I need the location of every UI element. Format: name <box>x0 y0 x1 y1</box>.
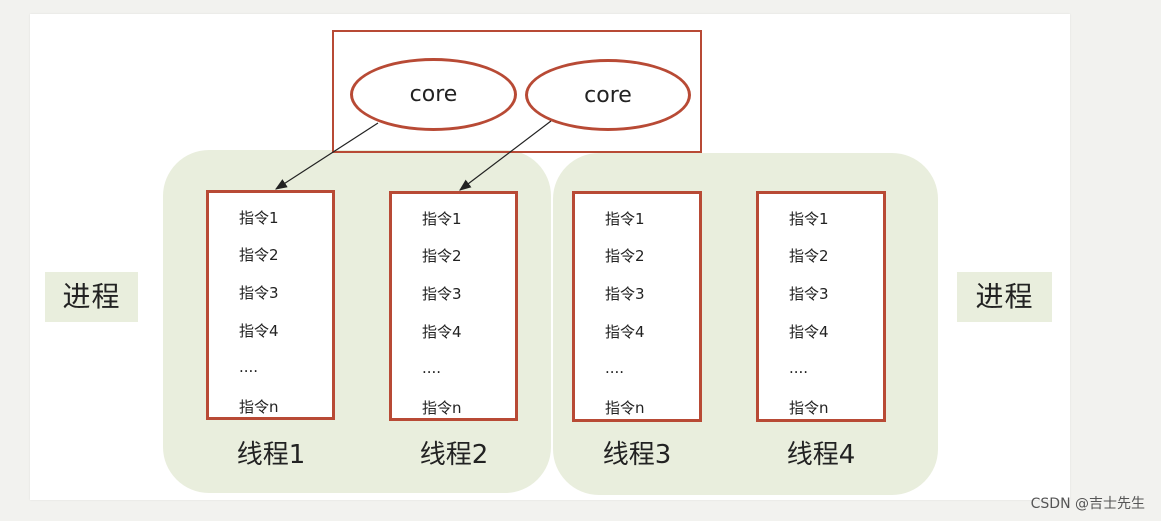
instruction: 指令n <box>239 398 279 416</box>
thread-label-2: 线程2 <box>419 440 489 470</box>
instruction: 指令1 <box>422 210 462 228</box>
instruction: 指令2 <box>605 247 645 265</box>
thread-box-1: 指令1 指令2 指令3 指令4 .... 指令n <box>206 190 335 420</box>
instruction: .... <box>605 359 625 377</box>
instruction: 指令4 <box>789 323 829 341</box>
instruction: 指令1 <box>789 210 829 228</box>
instruction: 指令n <box>605 399 645 417</box>
instruction: 指令3 <box>239 284 279 302</box>
core-ellipse-2: core <box>525 59 691 131</box>
instruction: 指令4 <box>422 323 462 341</box>
instruction: 指令3 <box>422 285 462 303</box>
arrow-core1-to-thread1 <box>274 122 379 190</box>
instruction: 指令2 <box>789 247 829 265</box>
thread-label-1: 线程1 <box>236 440 306 470</box>
cpu-box <box>332 30 702 153</box>
instruction: 指令3 <box>789 285 829 303</box>
thread-label-3: 线程3 <box>602 440 672 470</box>
instruction: .... <box>422 359 442 377</box>
instruction: .... <box>239 358 259 376</box>
instruction: 指令4 <box>605 323 645 341</box>
thread-label-4: 线程4 <box>786 440 856 470</box>
core-ellipse-1: core <box>350 58 517 131</box>
instruction: 指令2 <box>422 247 462 265</box>
thread-box-4: 指令1 指令2 指令3 指令4 .... 指令n <box>756 191 886 422</box>
arrow-core2-to-thread2 <box>459 120 552 191</box>
instruction: .... <box>789 359 809 377</box>
thread-box-2: 指令1 指令2 指令3 指令4 .... 指令n <box>389 191 518 421</box>
instruction: 指令n <box>789 399 829 417</box>
process-label-left: 进程 <box>45 272 138 322</box>
process-label-right: 进程 <box>957 272 1052 322</box>
instruction: 指令3 <box>605 285 645 303</box>
watermark: CSDN @吉士先生 <box>1030 496 1145 512</box>
instruction: 指令1 <box>239 209 279 227</box>
instruction: 指令2 <box>239 246 279 264</box>
instruction: 指令1 <box>605 210 645 228</box>
instruction: 指令4 <box>239 322 279 340</box>
instruction: 指令n <box>422 399 462 417</box>
thread-box-3: 指令1 指令2 指令3 指令4 .... 指令n <box>572 191 702 422</box>
